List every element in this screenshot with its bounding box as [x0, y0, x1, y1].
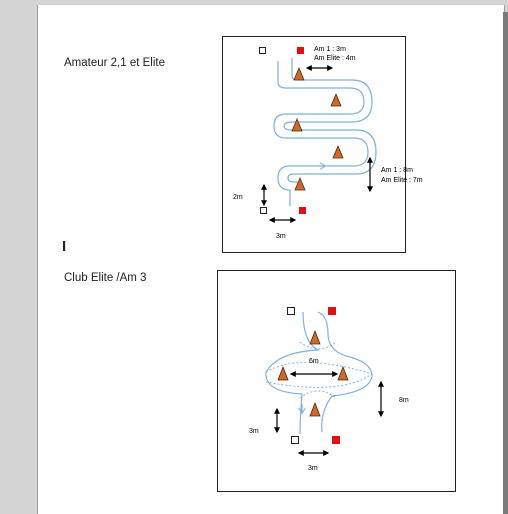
page-shadow: [503, 12, 508, 514]
diagram-1: Am 1 : 3m Am Elite : 4m Am 1 : 8m Am Eli…: [222, 36, 423, 253]
diagram-1-start-height-label: 2m: [233, 194, 243, 201]
diagram-2: 6m 8m 3m 3m: [217, 270, 456, 492]
diagram-2-right-gap-label: 8m: [399, 397, 409, 404]
diagram-1-frame: [222, 36, 406, 253]
diagram-2-dotted-loop: [265, 361, 374, 388]
diagram-2-red-square-top: [328, 307, 336, 315]
diagram-2-start-square-bottom: [291, 436, 299, 444]
diagram-1-right-gap-label-2: Am Elite : 7m: [381, 177, 423, 184]
diagram-2-cone: [337, 365, 349, 381]
diagram-2-cone: [277, 365, 289, 381]
diagram-1-cone: [332, 144, 344, 159]
diagram-1-start-square-bottom: [260, 207, 267, 214]
diagram-2-frame: [217, 270, 456, 492]
diagram-1-right-gap-label-1: Am 1 : 8m: [381, 167, 413, 174]
diagram-2-run-path-right: [317, 311, 373, 433]
section-1-title: Amateur 2,1 et Elite: [64, 57, 165, 69]
diagram-2-red-square-bottom: [332, 436, 340, 444]
diagram-1-cone: [330, 92, 342, 107]
diagram-2-start-square-top: [287, 307, 295, 315]
diagram-2-cone: [309, 401, 321, 417]
section-2-title: Club Elite /Am 3: [64, 272, 147, 284]
diagram-1-cone: [293, 66, 305, 81]
document-page: [37, 5, 505, 514]
diagram-1-top-gap-label-2: Am Elite : 4m: [314, 55, 356, 62]
diagram-2-cone: [309, 329, 321, 345]
diagram-2-start-width-label: 3m: [308, 465, 318, 472]
diagram-1-red-square-bottom: [299, 207, 306, 214]
text-cursor-mark: I: [62, 238, 67, 255]
diagram-2-middle-width-label: 6m: [309, 358, 319, 365]
diagram-2-start-height-label: 3m: [249, 428, 259, 435]
diagram-1-start-square-top: [259, 47, 266, 54]
diagram-1-red-square-top: [297, 47, 304, 54]
diagram-1-run-path-outer: [283, 58, 377, 183]
diagram-1-top-gap-label-1: Am 1 : 3m: [314, 46, 346, 53]
diagram-1-cone: [291, 117, 303, 132]
diagram-1-cone: [294, 176, 306, 191]
diagram-1-run-path: [273, 61, 369, 206]
diagram-1-start-width-label: 3m: [276, 233, 286, 240]
